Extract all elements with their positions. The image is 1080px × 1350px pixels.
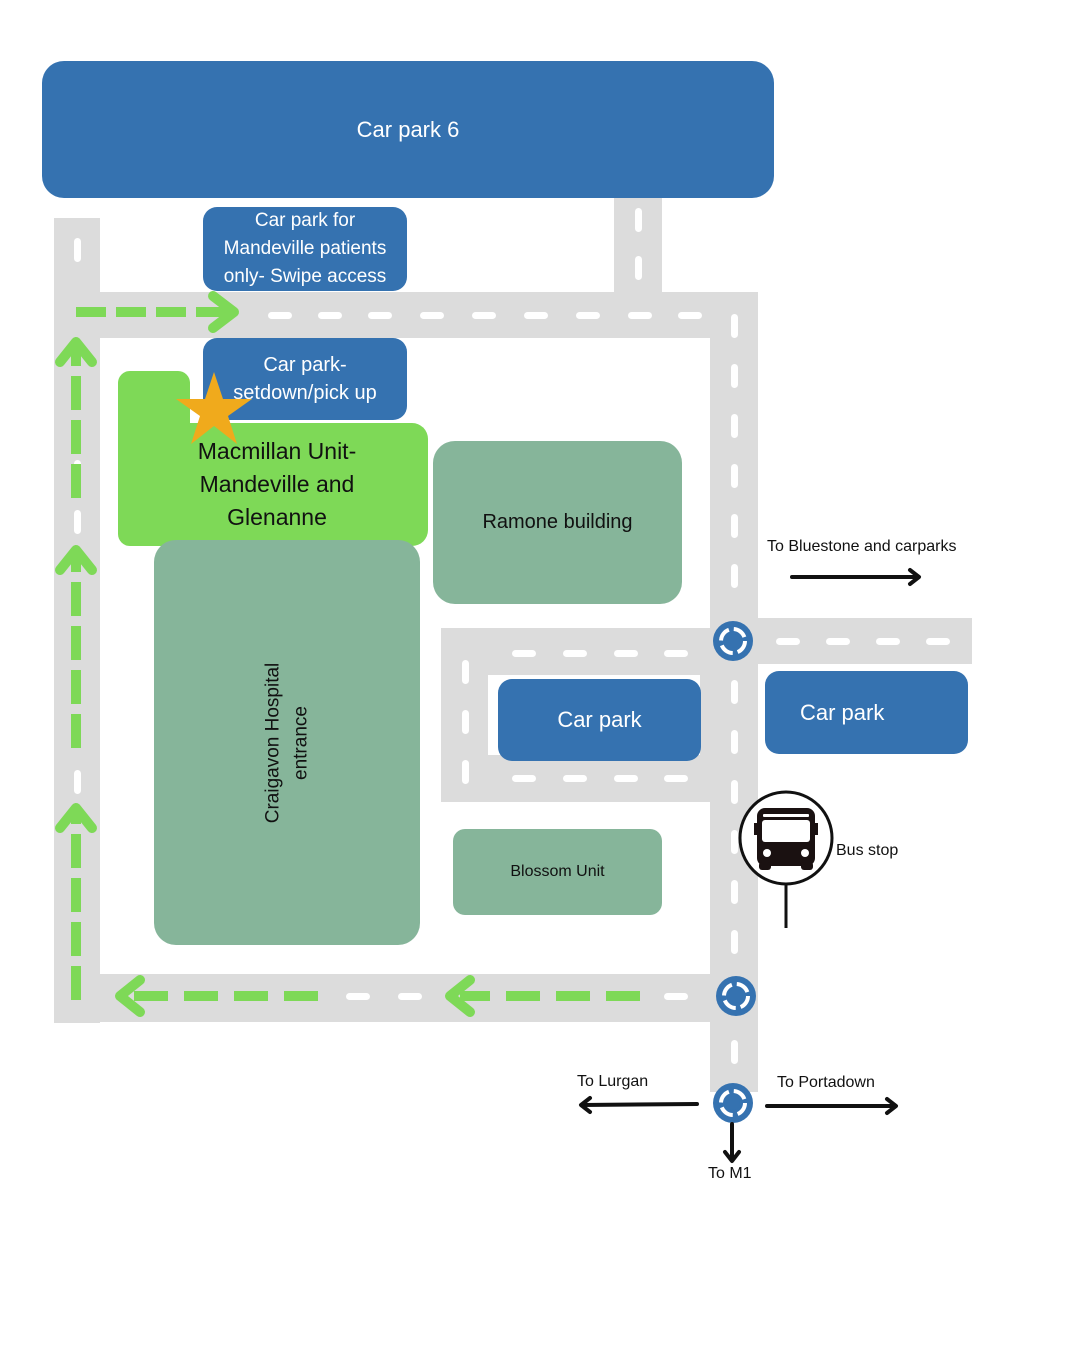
arrow-portadown-head [885, 1097, 898, 1115]
label-to-bluestone: To Bluestone and carparks [767, 538, 957, 555]
label-to-lurgan: To Lurgan [577, 1073, 649, 1090]
arrow-lurgan [580, 1102, 699, 1107]
arrow-bluestone-head [908, 568, 921, 586]
craigavon-hospital-entrance[interactable]: Craigavon Hospital entrance [154, 540, 420, 945]
route-arrowhead [445, 975, 475, 1017]
car-park-6[interactable]: Car park 6 [42, 61, 774, 198]
star-icon [176, 372, 252, 444]
roundabout-icon[interactable] [712, 620, 754, 662]
car-park-east-label: Car park [800, 699, 885, 725]
car-park-central-label: Car park [557, 707, 642, 732]
route-arrowhead [208, 291, 239, 333]
label-to-m1: To M1 [708, 1165, 752, 1182]
bus-icon[interactable] [737, 790, 837, 930]
ramone-building[interactable]: Ramone building [433, 441, 682, 604]
label-to-portadown: To Portadown [777, 1074, 875, 1091]
route-arrowhead [55, 803, 97, 833]
blossom-unit-label: Blossom Unit [510, 863, 605, 880]
star-icon-shape [176, 372, 252, 444]
macmillan-unit-label: Macmillan Unit- Mandeville and Glenanne [197, 438, 357, 530]
roundabout-icon[interactable] [715, 975, 757, 1017]
car-park-mandeville-swipe[interactable]: Car park for Mandeville patients only- S… [203, 207, 407, 291]
macmillan-unit[interactable]: Macmillan Unit- Mandeville and Glenanne [118, 423, 428, 546]
route-arrowhead [55, 545, 97, 575]
ramone-building-label: Ramone building [482, 511, 633, 533]
arrow-m1-head [723, 1150, 741, 1163]
car-park-setdown-label: Car park- setdown/pick up [233, 354, 377, 404]
car-park-mandeville-swipe-label: Car park for Mandeville patients only- S… [223, 210, 387, 287]
route-arrowhead [115, 975, 145, 1017]
bus-stop-label: Bus stop [836, 842, 899, 859]
route-arrowhead [55, 337, 97, 367]
arrow-lurgan-head [579, 1096, 592, 1114]
car-park-central[interactable]: Car park [498, 679, 701, 761]
roundabout-icon[interactable] [712, 1082, 754, 1124]
car-park-east[interactable]: Car park [765, 671, 968, 754]
blossom-unit[interactable]: Blossom Unit [453, 829, 662, 915]
car-park-6-label: Car park 6 [356, 116, 460, 142]
